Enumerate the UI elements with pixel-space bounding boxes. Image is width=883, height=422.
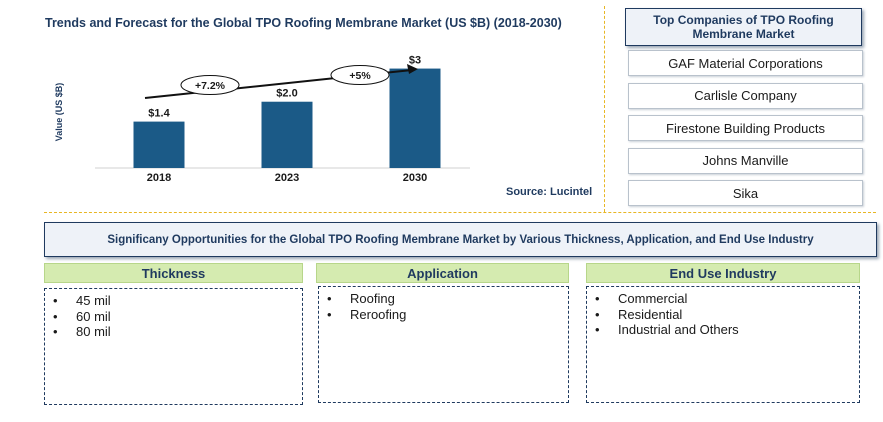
growth-label: +5% bbox=[349, 70, 371, 82]
data-label: $3 bbox=[409, 55, 421, 67]
list-item: Roofing bbox=[325, 291, 562, 307]
company-item: Sika bbox=[628, 180, 863, 207]
bar-chart: Value (US $B) $1.4 2018 $2.0 2023 $3 2030 +7.2%… bbox=[54, 55, 470, 184]
growth-bubble bbox=[330, 65, 390, 85]
trend-arrow-head bbox=[407, 64, 418, 74]
list-item: Commercial bbox=[593, 291, 853, 307]
segment-header-end-use: End Use Industry bbox=[586, 263, 860, 283]
segment-box-thickness: 45 mil 60 mil 80 mil bbox=[44, 288, 303, 405]
segment-header-application: Application bbox=[316, 263, 569, 283]
list-item: 80 mil bbox=[51, 324, 296, 340]
company-item: Firestone Building Products bbox=[628, 115, 863, 142]
bar-2023 bbox=[261, 101, 313, 168]
x-tick-label: 2023 bbox=[275, 172, 299, 184]
y-axis-label: Value (US $B) bbox=[54, 83, 64, 142]
horizontal-divider bbox=[44, 212, 876, 213]
opportunities-title: Significany Opportunities for the Global… bbox=[44, 222, 877, 257]
segment-box-end-use: Commercial Residential Industrial and Ot… bbox=[586, 286, 860, 403]
x-tick-label: 2018 bbox=[147, 172, 171, 184]
data-label: $2.0 bbox=[276, 88, 297, 100]
company-item: GAF Material Corporations bbox=[628, 50, 863, 76]
companies-title: Top Companies of TPO Roofing Membrane Ma… bbox=[625, 8, 862, 46]
list-item: Industrial and Others bbox=[593, 322, 853, 338]
vertical-divider bbox=[604, 6, 605, 212]
list-item: 45 mil bbox=[51, 293, 296, 309]
segment-box-application: Roofing Reroofing bbox=[318, 286, 569, 403]
company-item: Johns Manville bbox=[628, 147, 863, 174]
growth-bubble bbox=[180, 75, 240, 95]
company-list: GAF Material Corporations Carlisle Compa… bbox=[628, 50, 863, 213]
segment-header-thickness: Thickness bbox=[44, 263, 303, 283]
growth-label: +7.2% bbox=[195, 80, 226, 92]
bar-2030 bbox=[389, 68, 441, 168]
bar-2018 bbox=[133, 121, 185, 168]
company-item: Carlisle Company bbox=[628, 82, 863, 109]
list-item: Residential bbox=[593, 307, 853, 323]
source-label: Source: Lucintel bbox=[506, 186, 593, 198]
chart-title: Trends and Forecast for the Global TPO R… bbox=[45, 16, 562, 30]
list-item: Reroofing bbox=[325, 307, 562, 323]
x-tick-label: 2030 bbox=[403, 172, 427, 184]
data-label: $1.4 bbox=[148, 108, 170, 120]
list-item: 60 mil bbox=[51, 309, 296, 325]
